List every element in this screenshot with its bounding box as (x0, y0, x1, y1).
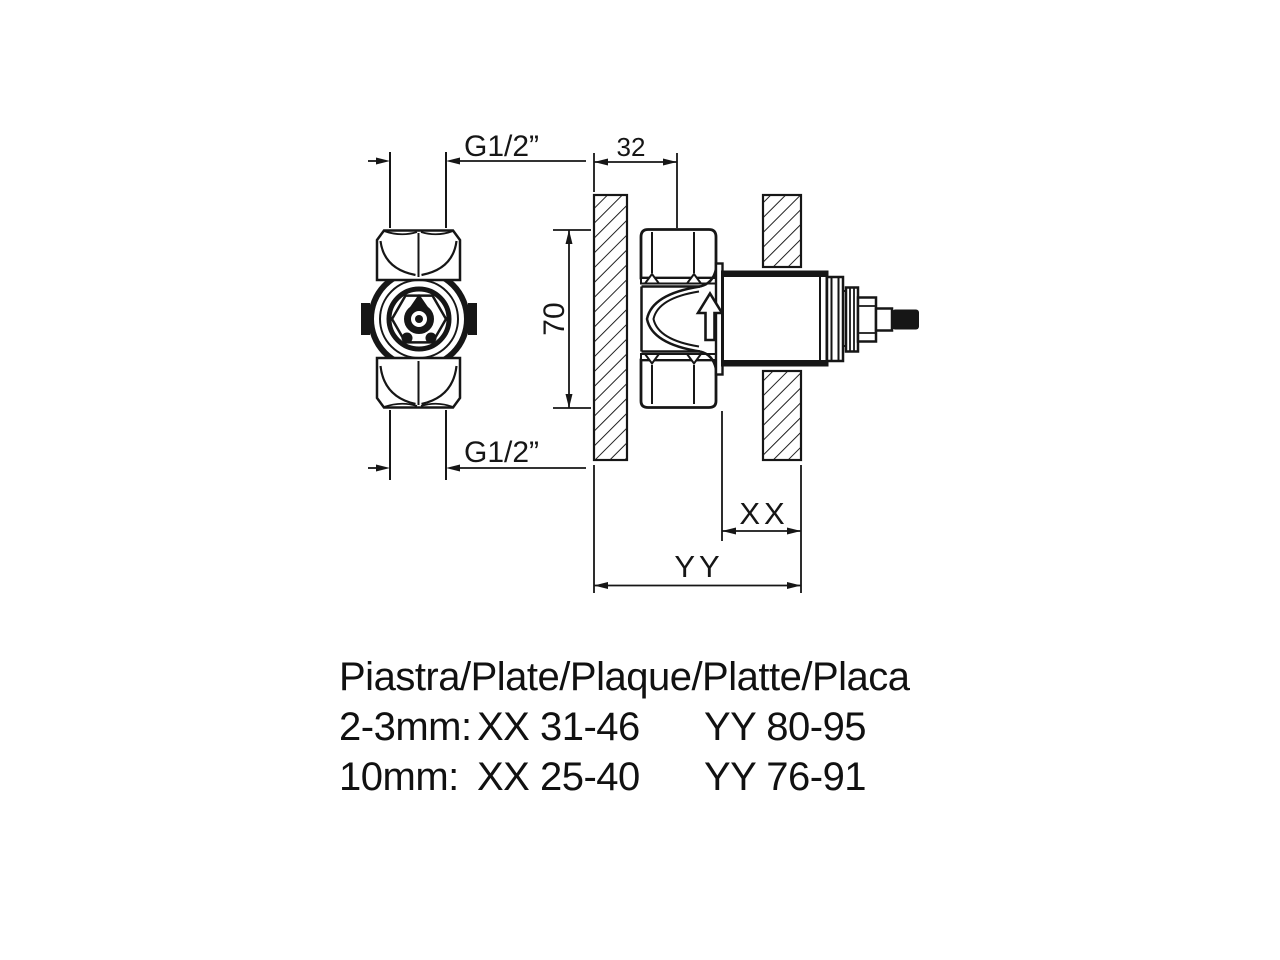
front-ring-3 (386, 286, 452, 352)
rough-wall-section (592, 193, 629, 462)
plate-note-row-thin: 2-3mm: XX 31-46 YY 80-95 (339, 702, 1019, 752)
stem-flange (844, 286, 860, 353)
dimension-g12-top: G1/2” (368, 130, 586, 165)
side-bottom-nut (639, 353, 718, 409)
spline-right-foot (425, 332, 437, 344)
plate-note: Piastra/Plate/Plaque/Platte/Placa 2-3mm:… (339, 652, 1019, 802)
dimension-yy: YY (593, 465, 801, 593)
dimension-xx: XX (721, 411, 802, 593)
dimension-g12-bottom: G1/2” (368, 436, 586, 472)
spline-center-dot (415, 315, 423, 323)
technical-drawing-valve: G1/2” G1/2” 70 32 (361, 130, 919, 593)
side-view (592, 193, 919, 462)
front-left-lug (361, 303, 370, 335)
housing-end-cap (825, 275, 845, 363)
cartridge-housing (721, 270, 829, 367)
threaded-spindle-tip (892, 309, 919, 330)
side-top-nut (639, 228, 718, 285)
front-bottom-nut (375, 356, 462, 409)
plate-xx-range: XX 31-46 (477, 705, 640, 749)
front-right-lug (468, 303, 477, 335)
thread-size-label-bottom: G1/2” (464, 436, 539, 469)
plate-yy-range: YY 76-91 (704, 755, 867, 799)
front-view (361, 152, 477, 480)
plate-thickness-label: 10mm: (339, 755, 459, 799)
front-top-nut (375, 229, 462, 282)
wall-offset-label: 32 (617, 132, 646, 162)
stem-hex-adapter (856, 296, 878, 343)
stem-neck (874, 307, 894, 332)
flow-direction-arrow-icon (695, 291, 725, 342)
plate-xx-range: XX 25-40 (477, 755, 640, 799)
dimension-32: 32 (593, 132, 678, 228)
thread-size-label-top: G1/2” (464, 130, 539, 163)
plate-note-title: Piastra/Plate/Plaque/Platte/Placa (339, 655, 910, 699)
finished-wall-lower-section (761, 369, 803, 462)
plate-note-row-thick: 10mm: XX 25-40 YY 76-91 (339, 752, 1019, 802)
yy-dimension-label: YY (674, 549, 723, 584)
spline-left-foot (401, 332, 413, 344)
plate-yy-range: YY 80-95 (704, 705, 867, 749)
body-height-label: 70 (538, 302, 571, 335)
plate-thickness-label: 2-3mm: (339, 705, 472, 749)
finished-wall-upper-section (761, 193, 803, 269)
dimension-70: 70 (538, 229, 591, 409)
xx-dimension-label: XX (739, 496, 788, 531)
